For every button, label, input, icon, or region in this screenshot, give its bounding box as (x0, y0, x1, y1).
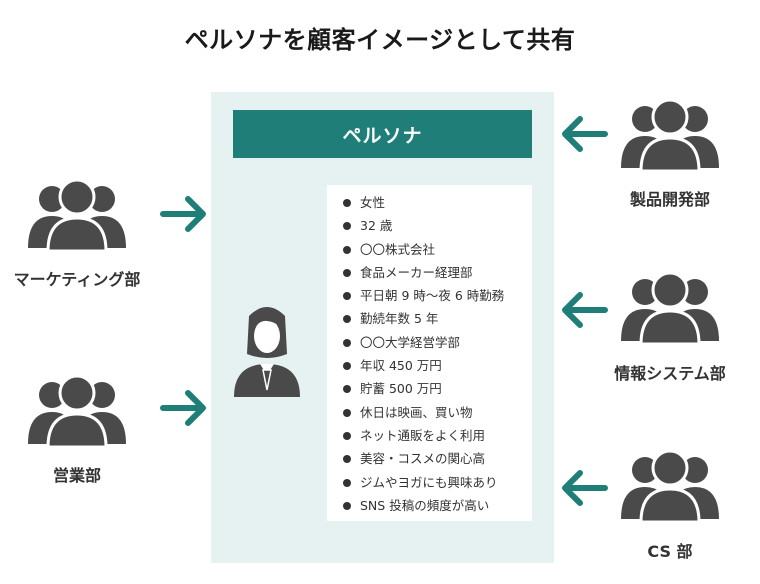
persona-header: ペルソナ (233, 110, 532, 158)
arrow-left-icon (560, 112, 610, 156)
arrow-left-icon (560, 466, 610, 510)
list-item: 年収 450 万円 (343, 354, 532, 377)
people-group-icon (26, 178, 128, 253)
list-item: 貯蓄 500 万円 (343, 377, 532, 400)
list-item: 〇〇株式会社 (343, 238, 532, 261)
persona-attribute-card: 女性 32 歳 〇〇株式会社 食品メーカー経理部 平日朝 9 時〜夜 6 時勤務… (327, 185, 532, 521)
list-item: 美容・コスメの関心高 (343, 447, 532, 470)
list-item: 休日は映画、買い物 (343, 401, 532, 424)
page-title: ペルソナを顧客イメージとして共有 (184, 26, 576, 54)
list-item: 食品メーカー経理部 (343, 261, 532, 284)
arrow-right-icon (158, 386, 208, 430)
people-group-icon (619, 98, 721, 173)
arrow-left-icon (560, 288, 610, 332)
people-group-icon (26, 374, 128, 449)
list-item: 〇〇大学経営学部 (343, 331, 532, 354)
group-label-product-development: 製品開発部 (629, 190, 710, 209)
people-group-icon (619, 271, 721, 346)
list-item: SNS 投稿の頻度が高い (343, 494, 532, 517)
list-item: ネット通販をよく利用 (343, 424, 532, 447)
arrow-right-icon (158, 192, 208, 236)
list-item: ジムやヨガにも興味あり (343, 471, 532, 494)
list-item: 女性 (343, 191, 532, 214)
group-label-information-systems: 情報システム部 (614, 364, 726, 383)
group-label-marketing: マーケティング部 (13, 270, 141, 289)
people-group-icon (619, 449, 721, 524)
group-label-sales: 営業部 (52, 466, 101, 485)
list-item: 勤続年数 5 年 (343, 307, 532, 330)
list-item: 平日朝 9 時〜夜 6 時勤務 (343, 284, 532, 307)
person-icon (234, 307, 300, 397)
list-item: 32 歳 (343, 214, 532, 237)
persona-attribute-list: 女性 32 歳 〇〇株式会社 食品メーカー経理部 平日朝 9 時〜夜 6 時勤務… (327, 185, 532, 517)
group-label-customer-success: CS 部 (647, 542, 693, 561)
